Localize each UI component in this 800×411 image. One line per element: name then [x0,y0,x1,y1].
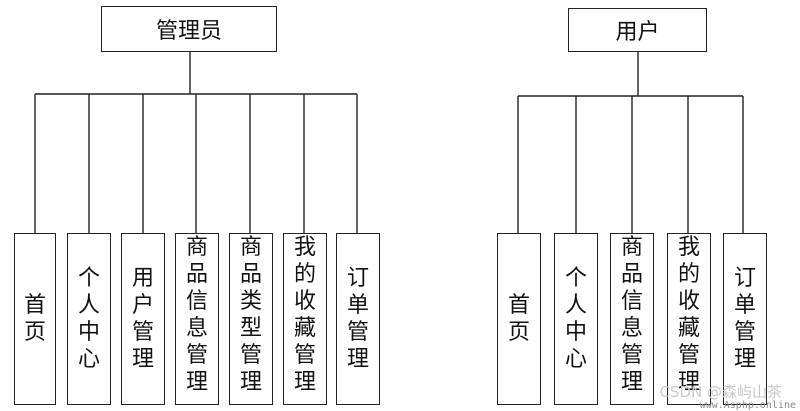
leaf-label: 商品信息管理 [185,235,208,395]
leaf-label: 商品类型管理 [239,235,262,395]
leaf-user-order-management: 订单管理 [723,233,767,405]
leaf-admin-product-info-management: 商品信息管理 [175,233,219,405]
leaf-user-home: 首页 [497,233,541,405]
leaf-label: 订单管理 [733,266,756,372]
watermark-site: www.Asphp.online [699,400,796,411]
leaf-label: 我的收藏管理 [293,235,316,395]
leaf-label: 我的收藏管理 [677,235,700,395]
leaf-label: 商品信息管理 [620,235,643,395]
leaf-admin-user-management: 用户管理 [121,233,165,405]
leaf-label: 用户管理 [131,266,154,372]
leaf-label: 订单管理 [346,266,369,372]
leaf-user-personal-center: 个人中心 [554,233,598,405]
leaf-admin-order-management: 订单管理 [336,233,380,405]
leaf-label: 个人中心 [77,266,100,372]
leaf-admin-home: 首页 [14,233,56,405]
leaf-admin-personal-center: 个人中心 [67,233,111,405]
watermark-text: CSDN @森屿山茶 [659,383,782,401]
leaf-label: 首页 [23,293,46,345]
leaf-user-favorites-management: 我的收藏管理 [667,233,711,405]
leaf-user-product-info-management: 商品信息管理 [610,233,654,405]
root-admin: 管理员 [101,6,277,52]
leaf-admin-product-type-management: 商品类型管理 [229,233,273,405]
root-user: 用户 [568,8,707,52]
leaf-admin-favorites-management: 我的收藏管理 [283,233,327,405]
leaf-label: 首页 [507,293,530,345]
leaf-label: 个人中心 [564,266,587,372]
